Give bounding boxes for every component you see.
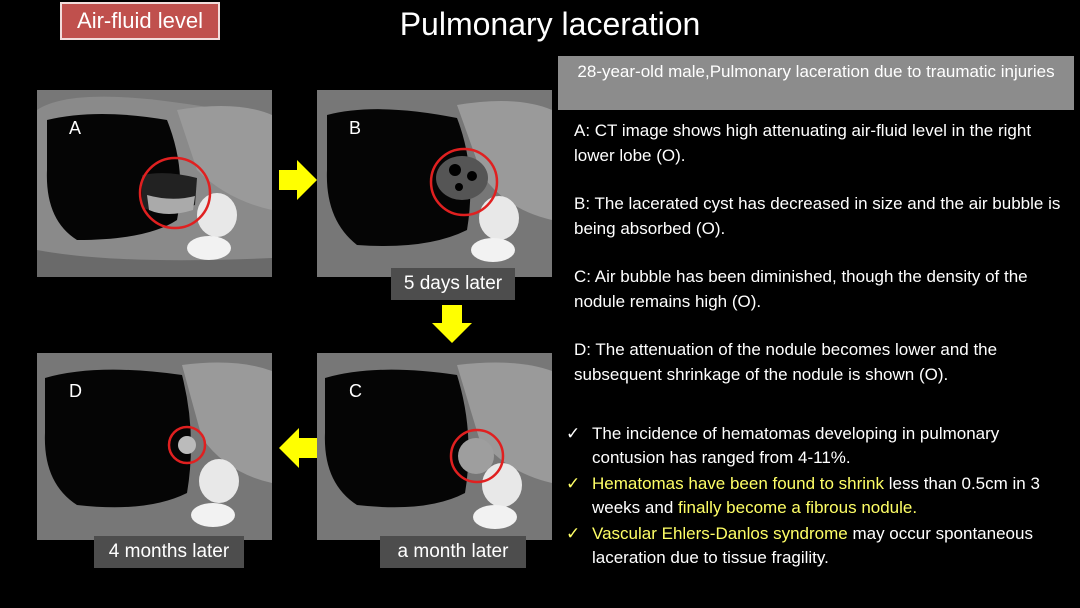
arrow-right-icon <box>279 160 317 200</box>
image-letter-d: D <box>69 381 82 401</box>
caption-c: a month later <box>380 536 526 568</box>
checkmark-icon: ✓ <box>566 474 581 493</box>
bullet-list: ✓ The incidence of hematomas developing … <box>566 422 1066 572</box>
checkmark-icon: ✓ <box>566 524 581 543</box>
slide-title: Pulmonary laceration <box>399 6 701 42</box>
caption-d: 4 months later <box>94 536 244 568</box>
highlight-text: Hematomas have been found to shrink <box>592 474 885 493</box>
plain-text: may occur spontaneous laceration due to … <box>592 524 1033 567</box>
image-letter-a: A <box>69 118 82 138</box>
bullet-text: Hematomas have been found to shrink less… <box>592 472 1066 520</box>
arrow-left-icon <box>279 428 317 468</box>
description-d: D: The attenuation of the nodule becomes… <box>574 340 998 384</box>
description-a: A: CT image shows high attenuating air-f… <box>574 121 1032 165</box>
ct-image-c: C <box>317 353 552 540</box>
arrow-down-icon <box>432 305 472 343</box>
section-tag: Air-fluid level <box>60 2 220 40</box>
ct-image-b: B <box>317 90 552 277</box>
image-letter-c: C <box>349 381 362 401</box>
bullet-text: Vascular Ehlers-Danlos syndrome may occu… <box>592 522 1066 570</box>
image-letter-b: B <box>349 118 362 138</box>
description-b: B: The lacerated cyst has decreased in s… <box>574 194 1061 238</box>
bullet-item: ✓ Hematomas have been found to shrink le… <box>566 472 1066 520</box>
checkmark-icon: ✓ <box>566 424 581 443</box>
ct-image-d: D <box>37 353 272 540</box>
bullet-text: The incidence of hematomas developing in… <box>592 424 1000 467</box>
description-c: C: Air bubble has been diminished, thoug… <box>574 267 1028 311</box>
patient-info-box: 28-year-old male,Pulmonary laceration du… <box>558 56 1074 110</box>
ct-image-a: A <box>37 90 272 277</box>
bullet-item: ✓ Vascular Ehlers-Danlos syndrome may oc… <box>566 522 1066 570</box>
caption-b: 5 days later <box>391 268 515 300</box>
highlight-text: Vascular Ehlers-Danlos syndrome <box>592 524 848 543</box>
highlight-text: finally become a fibrous nodule. <box>678 498 918 517</box>
plain-text: less than 0.5cm in 3 weeks and <box>592 474 1040 517</box>
bullet-item: ✓ The incidence of hematomas developing … <box>566 422 1066 470</box>
